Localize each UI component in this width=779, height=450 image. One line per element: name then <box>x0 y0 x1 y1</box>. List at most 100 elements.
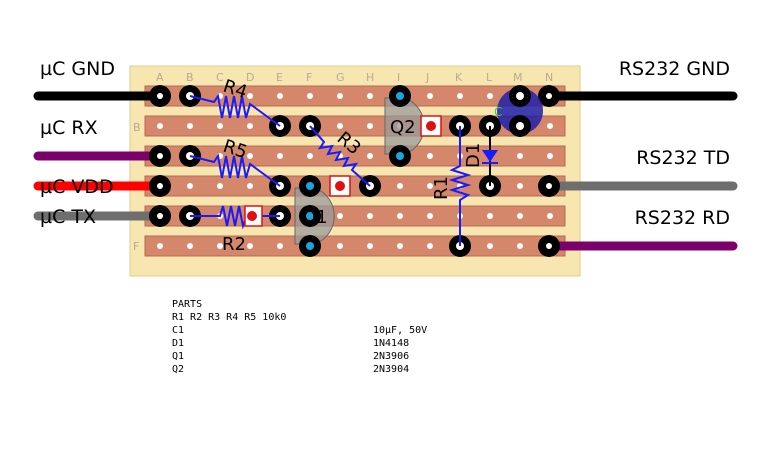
col-label: L <box>486 71 493 84</box>
strip-hole <box>397 243 403 249</box>
transistor-q2 <box>384 85 442 167</box>
strip-hole <box>397 213 403 219</box>
col-label: G <box>336 71 345 84</box>
strip-hole <box>547 123 553 129</box>
resistor-r4 <box>179 85 291 137</box>
resistor-r1 <box>448 115 472 257</box>
strip-row-6 <box>144 235 566 257</box>
column-letters: A B C D E F G H I J K L M N <box>156 71 553 84</box>
strip-hole <box>337 243 343 249</box>
strip-hole <box>247 183 253 189</box>
label-q1: Q1 <box>302 207 328 228</box>
parts-title: PARTS <box>172 299 202 310</box>
col-label: M <box>513 71 523 84</box>
parts-row-part: Q1 <box>172 351 184 362</box>
left-wires <box>33 91 165 221</box>
pad-hole <box>157 153 163 159</box>
col-label: N <box>545 71 553 84</box>
strip-hole <box>397 183 403 189</box>
strip-hole <box>547 213 553 219</box>
strip-hole <box>367 153 373 159</box>
strip-hole <box>217 123 223 129</box>
strip-hole <box>427 213 433 219</box>
label-uc-gnd: µC GND <box>40 58 115 80</box>
label-r2: R2 <box>222 234 246 255</box>
transistor-q1 <box>294 175 351 257</box>
strip-hole <box>517 213 523 219</box>
label-rs-td: RS232 TD <box>636 147 730 169</box>
resistor-r3 <box>299 115 381 197</box>
row-letters: B F <box>133 121 141 253</box>
strip-row-4 <box>144 175 566 197</box>
parts-row-value: 2N3906 <box>373 351 409 362</box>
label-rs-rd: RS232 RD <box>635 207 730 229</box>
strip-hole <box>517 153 523 159</box>
strip-hole <box>247 93 253 99</box>
strip-hole <box>367 243 373 249</box>
strip-hole <box>457 93 463 99</box>
label-uc-vdd: µC VDD <box>40 176 114 198</box>
col-label: B <box>186 71 194 84</box>
diode-d1 <box>479 115 501 197</box>
strip-hole <box>157 123 163 129</box>
capacitor-marker: C <box>494 105 502 119</box>
strip-hole <box>337 123 343 129</box>
col-label: J <box>425 71 429 84</box>
strip-hole <box>487 243 493 249</box>
strip-hole <box>427 243 433 249</box>
strip-hole <box>547 153 553 159</box>
strip-hole <box>247 123 253 129</box>
strip-hole <box>367 213 373 219</box>
parts-row-value: 2N3904 <box>373 364 409 375</box>
col-label: F <box>306 71 312 84</box>
col-label: D <box>246 71 254 84</box>
wire-pads <box>149 85 560 257</box>
strip-hole <box>157 243 163 249</box>
label-q2: Q2 <box>390 117 416 138</box>
strip-hole <box>247 153 253 159</box>
strip-hole <box>337 213 343 219</box>
parts-list: PARTS R1 R2 R3 R4 R5 10k0 C1 10µF, 50V D… <box>172 299 427 375</box>
strip-hole <box>517 243 523 249</box>
strip-hole <box>517 183 523 189</box>
strip-hole <box>277 93 283 99</box>
strip-hole <box>187 123 193 129</box>
strip-hole <box>487 93 493 99</box>
label-uc-rx: µC RX <box>40 117 98 139</box>
strip-hole <box>307 93 313 99</box>
pad-hole <box>157 213 163 219</box>
col-label: A <box>156 71 164 84</box>
strip-hole <box>427 93 433 99</box>
label-uc-tx: µC TX <box>40 206 96 228</box>
parts-row-part: C1 <box>172 325 184 336</box>
wire-labels: µC GND µC RX µC VDD µC TX RS232 GND RS23… <box>40 58 730 229</box>
strip-hole <box>247 243 253 249</box>
col-label: I <box>397 71 400 84</box>
pad-hole <box>546 183 552 189</box>
parts-row-part: Q2 <box>172 364 184 375</box>
col-label: C <box>216 71 224 84</box>
label-rs-gnd: RS232 GND <box>619 58 730 80</box>
strip-hole <box>427 183 433 189</box>
pad-hole <box>546 93 552 99</box>
strip-hole <box>367 123 373 129</box>
col-label: H <box>366 71 374 84</box>
strip-hole <box>487 213 493 219</box>
strip-hole <box>367 93 373 99</box>
label-d1: D1 <box>463 143 484 168</box>
strip-hole <box>217 243 223 249</box>
col-label: K <box>455 71 463 84</box>
right-wires <box>544 91 738 251</box>
pad-hole <box>157 93 163 99</box>
parts-row-part: R1 R2 R3 R4 R5 10k0 <box>172 312 286 323</box>
strip-hole <box>217 183 223 189</box>
row-label: F <box>133 240 139 253</box>
label-r1: R1 <box>431 176 452 200</box>
strip-hole <box>337 93 343 99</box>
col-label: E <box>276 71 283 84</box>
resistor-r5 <box>179 145 291 197</box>
strip-hole <box>277 153 283 159</box>
strip-hole <box>277 243 283 249</box>
pad-hole <box>546 243 552 249</box>
